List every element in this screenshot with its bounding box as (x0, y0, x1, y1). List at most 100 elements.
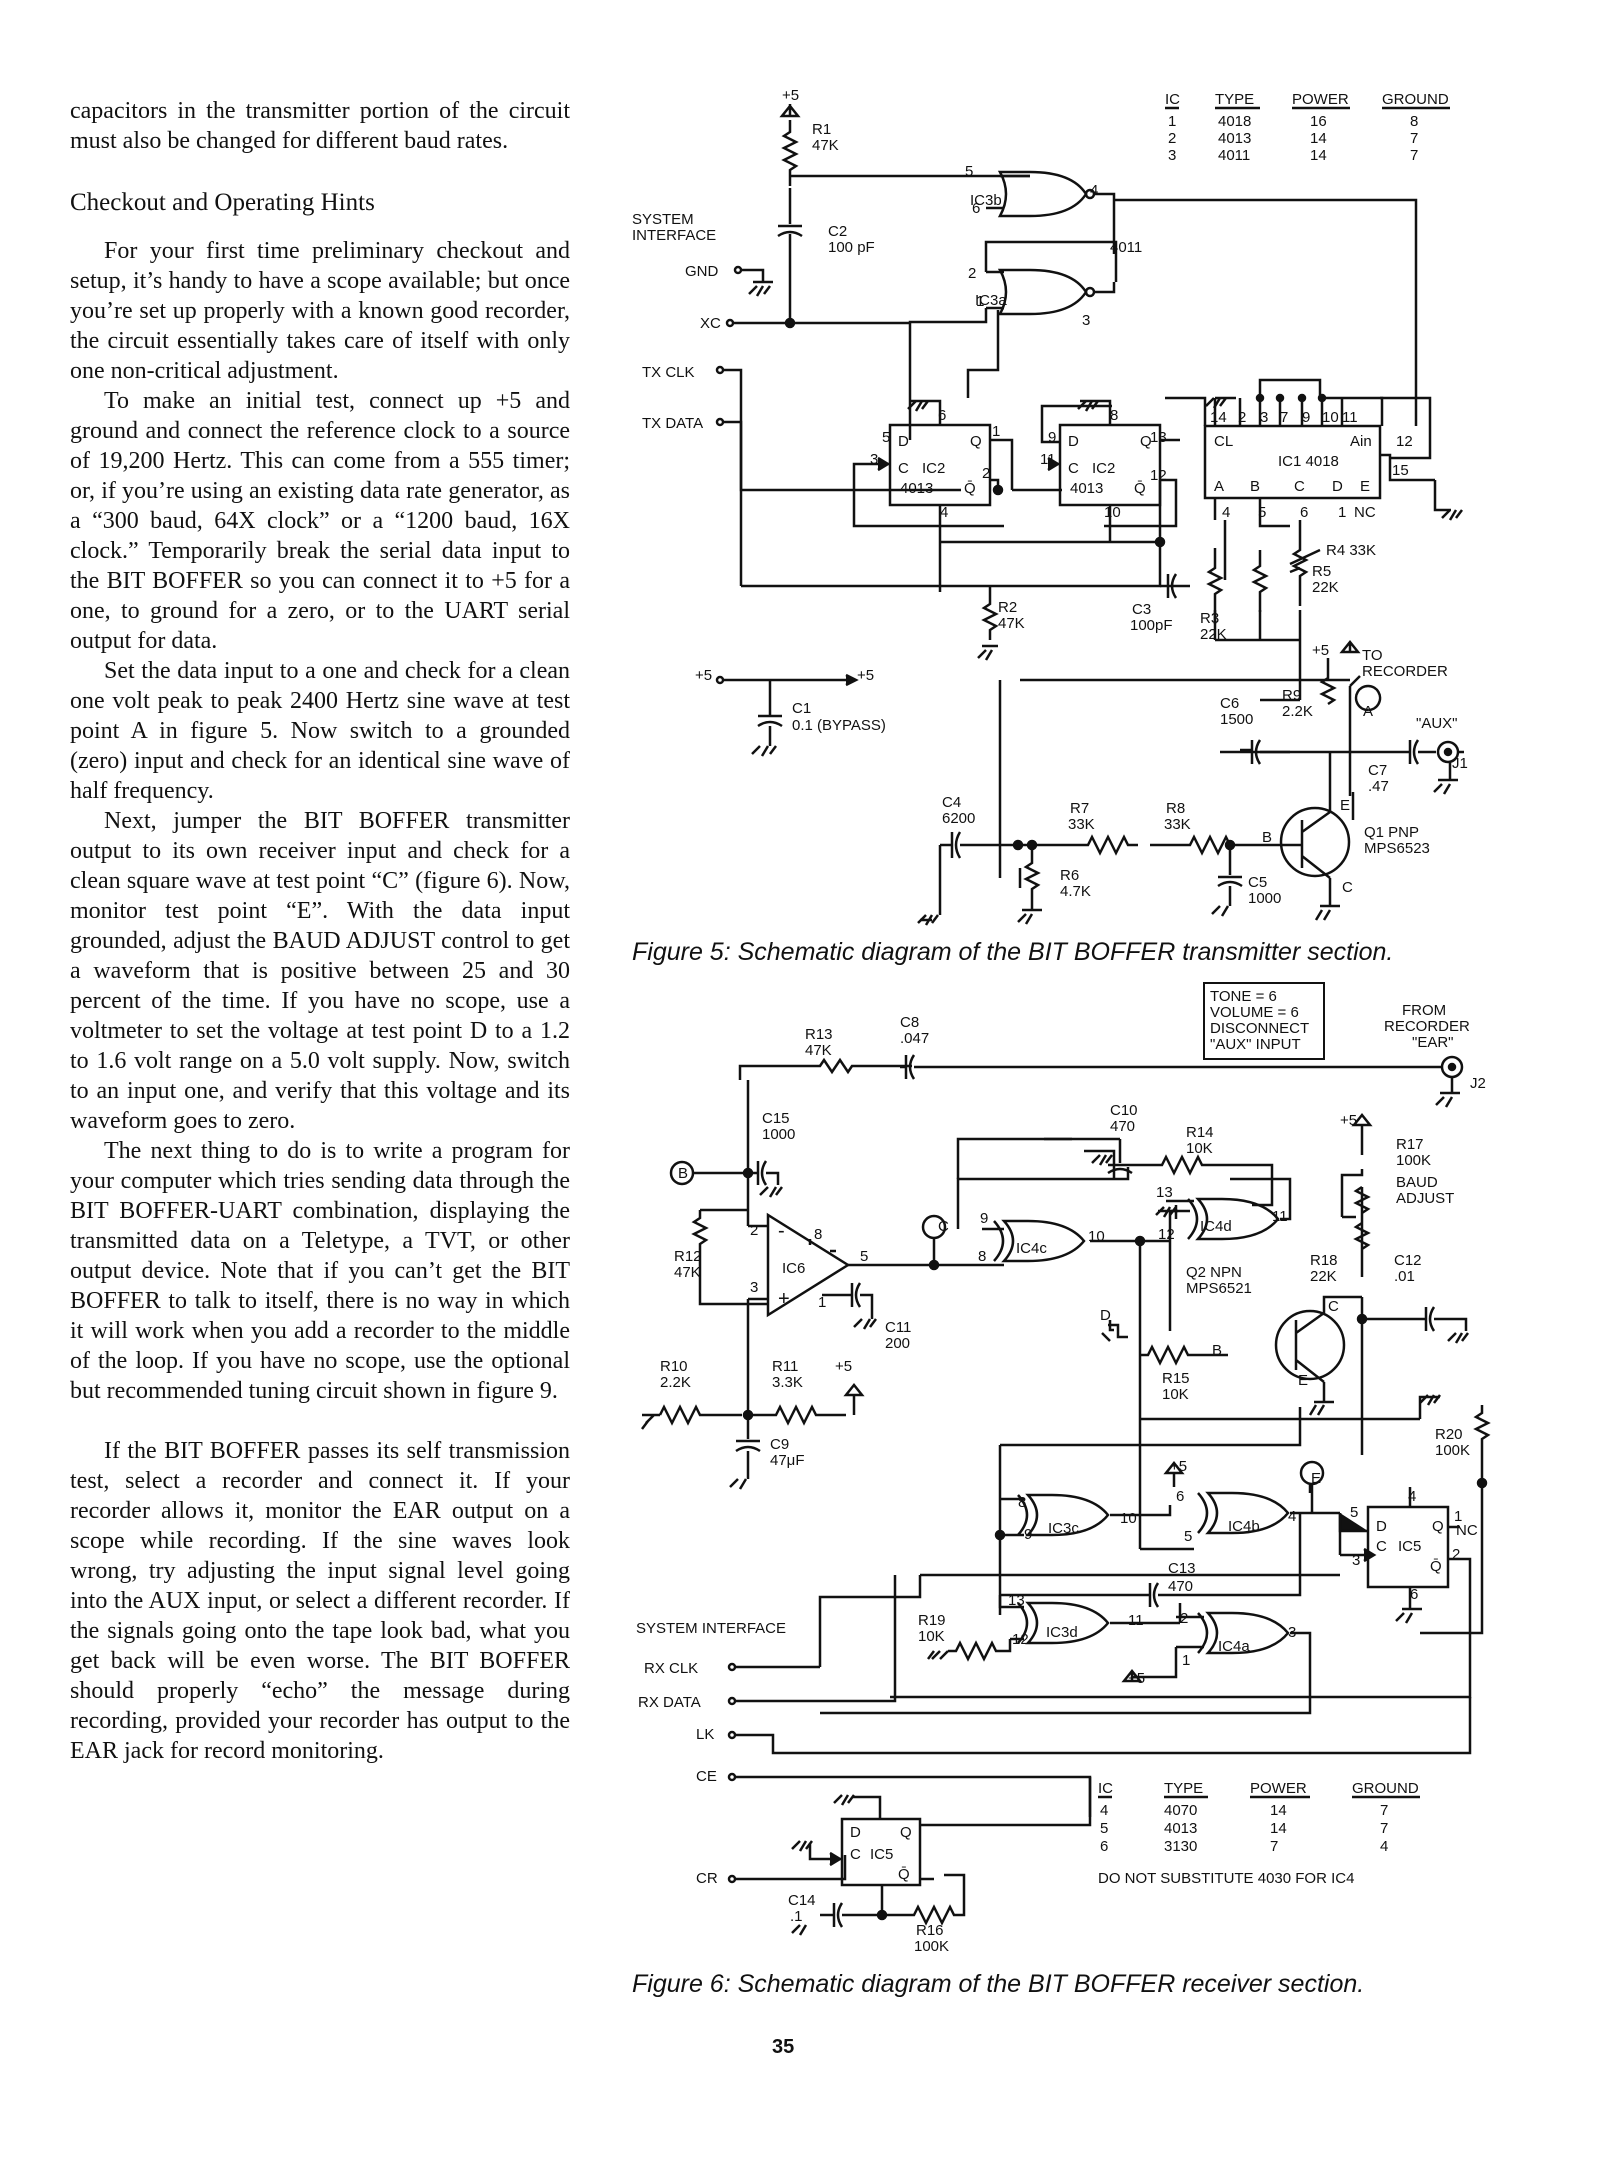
svg-text:2: 2 (982, 465, 990, 482)
svg-text:Q̄: Q̄ (1430, 1558, 1442, 1575)
svg-text:5: 5 (1100, 1820, 1108, 1837)
svg-text:5: 5 (1350, 1504, 1358, 1521)
svg-text:47μF: 47μF (770, 1452, 805, 1469)
paragraph-checkout: For your first time preliminary checkout… (70, 238, 570, 384)
svg-text:C1: C1 (792, 700, 811, 717)
svg-text:GROUND: GROUND (1352, 1780, 1419, 1797)
figure-6-caption: Figure 6: Schematic diagram of the BIT B… (632, 1970, 1365, 1998)
svg-text:4011: 4011 (1110, 239, 1142, 256)
svg-text:NC: NC (1354, 504, 1376, 521)
svg-text:B: B (1250, 478, 1260, 495)
svg-text:TO: TO (1362, 647, 1383, 664)
svg-text:7: 7 (1410, 147, 1418, 164)
paragraph-intro: capacitors in the transmitter portion of… (70, 98, 570, 154)
svg-text:6: 6 (1100, 1838, 1108, 1855)
svg-text:+5: +5 (857, 667, 874, 684)
svg-text:R1: R1 (812, 121, 831, 138)
svg-text:14: 14 (1310, 147, 1327, 164)
svg-text:R2: R2 (998, 599, 1017, 616)
svg-text:R5: R5 (1312, 563, 1331, 580)
svg-text:C13: C13 (1168, 1560, 1196, 1577)
svg-text:1: 1 (1168, 113, 1176, 130)
svg-text:3: 3 (1352, 1552, 1360, 1569)
svg-text:R19: R19 (918, 1612, 946, 1629)
svg-text:C7: C7 (1368, 762, 1387, 779)
svg-text:11: 11 (1128, 1612, 1144, 1629)
svg-text:15: 15 (1392, 462, 1409, 479)
svg-text:IC1 4018: IC1 4018 (1278, 453, 1339, 470)
svg-text:CL: CL (1214, 433, 1233, 450)
svg-text:8: 8 (1110, 407, 1118, 424)
svg-text:4070: 4070 (1164, 1802, 1197, 1819)
svg-text:DO NOT SUBSTITUTE 4030 FOR IC4: DO NOT SUBSTITUTE 4030 FOR IC4 (1098, 1870, 1354, 1887)
svg-text:2: 2 (968, 265, 976, 282)
svg-text:C: C (850, 1846, 861, 1863)
svg-text:4: 4 (1222, 504, 1230, 521)
svg-text:D: D (1332, 478, 1343, 495)
svg-text:100 pF: 100 pF (828, 239, 875, 256)
svg-text:7: 7 (1380, 1820, 1388, 1837)
svg-text:+: + (778, 1288, 790, 1310)
svg-text:100K: 100K (1435, 1442, 1470, 1459)
svg-text:R18: R18 (1310, 1252, 1338, 1269)
body-text-column: capacitors in the transmitter portion of… (70, 96, 570, 1766)
svg-text:10: 10 (1088, 1228, 1105, 1245)
svg-text:47K: 47K (998, 615, 1025, 632)
svg-text:14: 14 (1210, 409, 1227, 426)
svg-text:100pF: 100pF (1130, 617, 1173, 634)
svg-text:33K: 33K (1164, 816, 1191, 833)
svg-text:6: 6 (1176, 1488, 1184, 1505)
svg-text:TX DATA: TX DATA (642, 415, 703, 432)
svg-text:Q̄: Q̄ (964, 480, 976, 497)
svg-text:13: 13 (1156, 1184, 1173, 1201)
svg-text:6200: 6200 (942, 810, 975, 827)
svg-text:Q̄: Q̄ (898, 1866, 910, 1883)
svg-text:47K: 47K (805, 1042, 832, 1059)
svg-text:R7: R7 (1070, 800, 1089, 817)
svg-text:D: D (1100, 1307, 1111, 1324)
svg-text:C14: C14 (788, 1892, 816, 1909)
svg-text:4013: 4013 (1164, 1820, 1197, 1837)
svg-text:1000: 1000 (762, 1126, 795, 1143)
svg-text:IC3a: IC3a (975, 292, 1007, 309)
svg-text:6: 6 (1300, 504, 1308, 521)
paragraph-recorder: If the BIT BOFFER passes its self transm… (70, 1438, 570, 1764)
svg-text:4: 4 (1288, 1508, 1296, 1525)
svg-text:7: 7 (1410, 130, 1418, 147)
svg-text:RECORDER: RECORDER (1384, 1018, 1470, 1035)
svg-text:2: 2 (1180, 1610, 1188, 1627)
svg-text:4: 4 (940, 504, 948, 521)
svg-text:R4 33K: R4 33K (1326, 542, 1376, 559)
svg-text:1500: 1500 (1220, 711, 1253, 728)
svg-text:IC4c: IC4c (1016, 1240, 1047, 1257)
svg-text:B: B (678, 1165, 688, 1182)
svg-text:D: D (1068, 433, 1079, 450)
svg-text:2: 2 (750, 1222, 758, 1239)
svg-text:.47: .47 (1368, 778, 1389, 795)
svg-text:2: 2 (1238, 409, 1246, 426)
svg-text:6: 6 (972, 200, 980, 217)
svg-text:7: 7 (1280, 409, 1288, 426)
svg-text:10K: 10K (1186, 1140, 1213, 1157)
svg-text:IC6: IC6 (782, 1260, 805, 1277)
svg-text:Q: Q (1140, 433, 1152, 450)
svg-text:-: - (778, 1220, 785, 1242)
svg-text:1: 1 (1454, 1508, 1462, 1525)
svg-text:5: 5 (860, 1248, 868, 1265)
svg-text:C15: C15 (762, 1110, 790, 1127)
svg-text:R20: R20 (1435, 1426, 1463, 1443)
svg-text:Q2 NPN: Q2 NPN (1186, 1264, 1242, 1281)
svg-text:R13: R13 (805, 1026, 833, 1043)
svg-text:8: 8 (978, 1248, 986, 1265)
svg-text:5: 5 (882, 429, 890, 446)
svg-text:6: 6 (938, 407, 946, 424)
svg-text:1: 1 (818, 1294, 826, 1311)
svg-text:R17: R17 (1396, 1136, 1424, 1153)
svg-text:13: 13 (1150, 429, 1167, 446)
svg-text:R15: R15 (1162, 1370, 1190, 1387)
svg-text:2: 2 (1452, 1546, 1460, 1563)
svg-text:47K: 47K (812, 137, 839, 154)
figure-5-caption: Figure 5: Schematic diagram of the BIT B… (632, 938, 1394, 966)
svg-text:Q̄: Q̄ (1134, 480, 1146, 497)
